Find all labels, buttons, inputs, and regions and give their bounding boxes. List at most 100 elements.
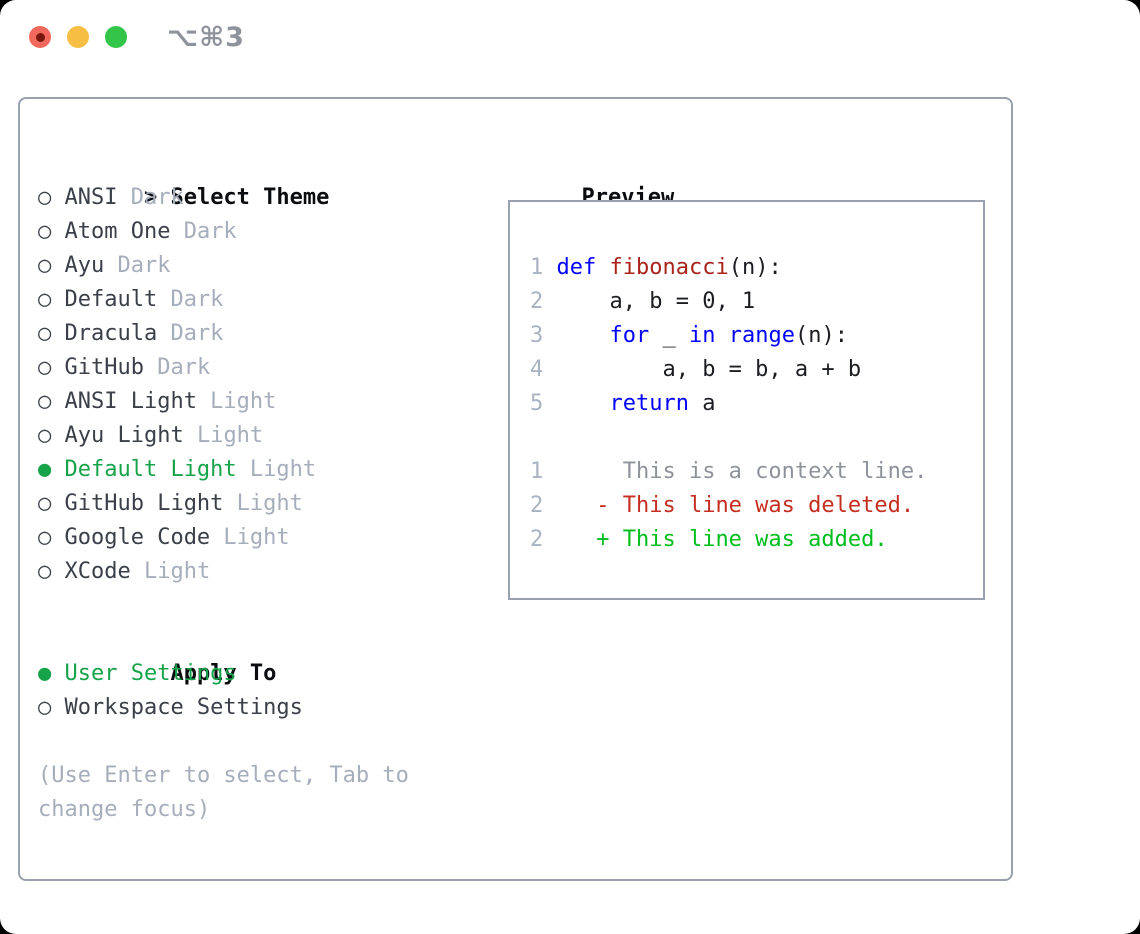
radio-unselected-icon: ○ bbox=[38, 389, 52, 414]
code-token: fibonacci bbox=[609, 255, 729, 280]
theme-option-github-light[interactable]: ○GitHub Light Light bbox=[38, 487, 409, 521]
code-line: 3 for _ in range(n): bbox=[530, 319, 861, 353]
apply-to-option-user-settings[interactable]: ● User Settings bbox=[38, 657, 409, 691]
line-number: 5 bbox=[530, 391, 557, 416]
diff-line: 2 - This line was deleted. bbox=[530, 489, 927, 523]
code-token: return bbox=[609, 391, 689, 416]
line-number: 2 bbox=[530, 527, 557, 552]
code-token bbox=[557, 323, 610, 348]
help-text-line-1: (Use Enter to select, Tab to bbox=[38, 763, 409, 788]
code-line: 2 a, b = 0, 1 bbox=[530, 285, 861, 319]
theme-variant-label: Dark bbox=[157, 321, 224, 346]
theme-variant-label: Dark bbox=[143, 355, 211, 380]
theme-option-default-light[interactable]: ●Default Light Light bbox=[38, 453, 409, 487]
theme-variant-label: Dark bbox=[157, 287, 224, 312]
code-token: in bbox=[688, 323, 716, 348]
theme-option-label: Default Light bbox=[64, 457, 237, 482]
code-token: + This line was added. bbox=[556, 527, 888, 552]
theme-option-ayu[interactable]: ○Ayu Dark bbox=[38, 249, 409, 283]
code-token bbox=[596, 255, 609, 280]
spacer bbox=[38, 725, 409, 759]
theme-option-ansi[interactable]: ○ ANSI Dark bbox=[38, 181, 409, 215]
theme-option-default[interactable]: ○Default Dark bbox=[38, 283, 409, 317]
code-token: (n): bbox=[728, 255, 782, 280]
radio-unselected-icon: ○ bbox=[38, 287, 52, 312]
apply-to-header: Apply To bbox=[38, 623, 409, 686]
theme-option-label: Dracula bbox=[64, 321, 158, 346]
theme-option-label: Atom One bbox=[64, 219, 171, 244]
minimize-button[interactable] bbox=[67, 26, 89, 48]
line-number: 3 bbox=[530, 323, 557, 348]
line-number: 2 bbox=[530, 289, 557, 314]
apply-to-option-workspace-settings[interactable]: ○ Workspace Settings bbox=[38, 691, 409, 725]
theme-option-atom-one[interactable]: ○Atom One Dark bbox=[38, 215, 409, 249]
theme-picker-panel: >Select Theme ○ANSI Dark○Atom One Dark○A… bbox=[18, 97, 1013, 881]
maximize-button[interactable] bbox=[105, 26, 127, 48]
code-token: _ bbox=[649, 323, 689, 348]
theme-option-dracula[interactable]: ○ Dracula Dark bbox=[38, 317, 409, 351]
radio-selected-icon: ● bbox=[38, 661, 52, 686]
preview-header: Preview bbox=[502, 147, 674, 210]
apply-to-option-label: User Settings bbox=[64, 661, 237, 686]
radio-unselected-icon: ○ bbox=[38, 559, 52, 584]
theme-option-label: Google Code bbox=[64, 525, 211, 550]
focus-caret-icon: > bbox=[143, 185, 158, 210]
apply-to-list: ● User Settings ○ Workspace Settings bbox=[38, 657, 409, 725]
theme-list-header: > Select Theme bbox=[38, 147, 409, 210]
radio-unselected-icon: ○ bbox=[38, 185, 52, 210]
theme-variant-label: Light bbox=[223, 491, 303, 516]
code-token: (n): bbox=[794, 323, 848, 348]
theme-option-label: Ayu Light bbox=[64, 423, 184, 448]
theme-option-label: Ayu bbox=[64, 253, 105, 278]
code-line: 4 a, b = b, a + b bbox=[530, 353, 861, 387]
theme-variant-label: Light bbox=[196, 389, 277, 414]
code-line: 1 def fibonacci(n): bbox=[530, 251, 861, 285]
code-line: 5 return a bbox=[530, 387, 861, 421]
help-text-line-2: change focus) bbox=[38, 797, 211, 822]
line-number: 1 bbox=[530, 459, 557, 484]
theme-option-label: GitHub Light bbox=[64, 491, 224, 516]
code-token bbox=[715, 323, 728, 348]
theme-list-title: Select Theme bbox=[170, 185, 330, 210]
spacer bbox=[38, 589, 409, 623]
theme-option-label: XCode bbox=[64, 559, 131, 584]
code-token: This is a context line. bbox=[556, 459, 928, 484]
line-number: 1 bbox=[530, 255, 557, 280]
radio-unselected-icon: ○ bbox=[38, 423, 52, 448]
theme-variant-label: Dark bbox=[117, 185, 184, 210]
theme-variant-label: Light bbox=[130, 559, 211, 584]
code-token bbox=[557, 391, 610, 416]
code-token: - This line was deleted. bbox=[556, 493, 915, 518]
theme-option-google-code[interactable]: ○ Google Code Light bbox=[38, 521, 409, 555]
code-token: range bbox=[728, 323, 795, 348]
theme-option-ayu-light[interactable]: ○ Ayu Light Light bbox=[38, 419, 409, 453]
close-button[interactable] bbox=[29, 26, 51, 48]
theme-option-label: ANSI bbox=[64, 185, 118, 210]
code-token: for bbox=[609, 323, 650, 348]
radio-unselected-icon: ○ bbox=[38, 525, 52, 550]
theme-variant-label: Dark bbox=[104, 253, 171, 278]
theme-list: ○ANSI Dark○Atom One Dark○Ayu Dark○Defaul… bbox=[38, 181, 409, 589]
diff-line: 1 This is a context line. bbox=[530, 455, 927, 489]
code-token: def bbox=[556, 255, 597, 280]
radio-unselected-icon: ○ bbox=[38, 321, 52, 346]
code-token: a, b = b, a + b bbox=[556, 357, 862, 382]
theme-option-ansi-light[interactable]: ○ ANSI Light Light bbox=[38, 385, 409, 419]
theme-option-label: ANSI Light bbox=[64, 389, 197, 414]
diff-line: 2 + This line was added. bbox=[530, 523, 927, 557]
radio-unselected-icon: ○ bbox=[38, 695, 52, 720]
radio-unselected-icon: ○ bbox=[38, 355, 52, 380]
window-shortcut-label: ⌥⌘3 bbox=[167, 21, 245, 53]
theme-option-github[interactable]: ○GitHub Dark bbox=[38, 351, 409, 385]
theme-option-xcode[interactable]: ○ XCode Light bbox=[38, 555, 409, 589]
apply-to-option-label: Workspace Settings bbox=[64, 695, 303, 720]
unsaved-indicator-dot bbox=[35, 32, 45, 42]
code-token: a bbox=[688, 391, 716, 416]
theme-variant-label: Light bbox=[183, 423, 264, 448]
theme-picker-left-column: >Select Theme ○ANSI Dark○Atom One Dark○A… bbox=[38, 147, 409, 827]
titlebar: ⌥⌘3 bbox=[29, 22, 245, 53]
theme-variant-label: Light bbox=[210, 525, 290, 550]
